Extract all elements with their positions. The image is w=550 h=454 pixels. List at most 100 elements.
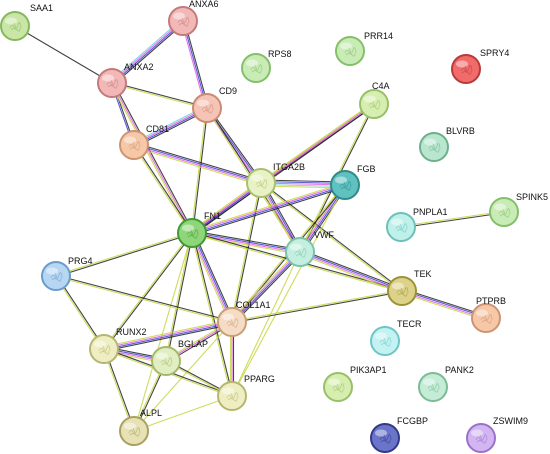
node-saa1[interactable] (0, 11, 30, 41)
protein-structure-icon (250, 64, 263, 74)
edge-line (300, 250, 403, 291)
edge-line (166, 233, 194, 362)
node-label-bglap: BGLAP (178, 339, 208, 349)
node-tek[interactable] (387, 276, 417, 306)
edge-line (207, 106, 263, 183)
node-label-prr14: PRR14 (364, 31, 393, 41)
node-ptprb[interactable] (471, 303, 501, 333)
edge-line (133, 321, 233, 432)
node-highlight (375, 332, 387, 340)
edge-line (193, 231, 235, 322)
node-fn1[interactable] (177, 218, 207, 248)
edge-fn1-pparg (190, 232, 234, 397)
edge-tek-col1a1 (231, 289, 403, 324)
node-c4a[interactable] (359, 89, 389, 119)
node-label-spink5: SPINK5 (516, 192, 548, 202)
edge-fgb-pparg (231, 184, 346, 397)
node-label-vwf: VWF (314, 230, 334, 240)
node-highlight (197, 99, 209, 107)
node-col1a1[interactable] (217, 307, 247, 337)
protein-structure-icon (201, 104, 214, 114)
node-label-col1a1: COL1A1 (236, 300, 271, 310)
node-label-pank2: PANK2 (445, 365, 474, 375)
node-highlight (391, 218, 403, 226)
node-highlight (124, 136, 136, 144)
node-label-cd81: CD81 (146, 124, 169, 134)
edge-fn1-bglap (164, 232, 194, 362)
edge-fgb-fn1 (191, 182, 346, 236)
node-pnpla1[interactable] (386, 212, 416, 242)
edge-line (231, 289, 402, 322)
node-label-pnpla1: PNPLA1 (413, 207, 448, 217)
node-anxa6[interactable] (168, 6, 198, 36)
edge-line (231, 251, 300, 322)
edge-saa1-anxa2 (14, 25, 113, 84)
node-label-saa1: SAA1 (30, 3, 53, 13)
protein-structure-icon (106, 79, 119, 89)
node-label-spry4: SPRY4 (480, 48, 509, 58)
node-highlight (424, 138, 436, 146)
node-prr14[interactable] (335, 36, 365, 66)
protein-structure-icon (379, 337, 392, 347)
node-highlight (94, 340, 106, 348)
protein-structure-icon (226, 318, 239, 328)
node-pank2[interactable] (418, 372, 448, 402)
node-vwf[interactable] (285, 237, 315, 267)
node-highlight (251, 174, 263, 182)
node-zswim9[interactable] (466, 423, 496, 453)
edge-line (191, 183, 345, 233)
edge-line (229, 250, 299, 321)
protein-structure-icon (396, 287, 409, 297)
node-bglap[interactable] (151, 346, 181, 376)
edge-line (299, 252, 402, 293)
edge-line (181, 21, 207, 109)
node-highlight (456, 60, 468, 68)
edge-line (133, 145, 261, 185)
edge-line (192, 185, 346, 235)
node-highlight (156, 352, 168, 360)
edge-line (112, 82, 194, 233)
protein-structure-icon (186, 229, 199, 239)
node-cd9[interactable] (192, 93, 222, 123)
node-runx2[interactable] (89, 334, 119, 364)
node-label-tek: TEK (414, 269, 432, 279)
node-label-rps8: RPS8 (268, 49, 292, 59)
edge-line (231, 251, 301, 397)
edge-line (132, 145, 192, 234)
node-tecr[interactable] (370, 326, 400, 356)
node-prg4[interactable] (41, 261, 71, 291)
protein-structure-icon (128, 427, 141, 437)
edge-cd81-itga2b (133, 142, 262, 186)
edge-line (55, 231, 192, 276)
node-cd81[interactable] (119, 130, 149, 160)
edge-line (183, 20, 209, 108)
node-highlight (375, 429, 387, 437)
protein-structure-icon (427, 383, 440, 393)
protein-structure-icon (480, 314, 493, 324)
edge-line (111, 20, 183, 83)
edge-line (111, 83, 207, 110)
edge-line (103, 320, 232, 349)
edge-line (112, 81, 208, 108)
node-itga2b[interactable] (246, 168, 276, 198)
node-highlight (340, 42, 352, 50)
node-spink5[interactable] (489, 197, 519, 227)
protein-structure-icon (294, 248, 307, 258)
node-blvrb[interactable] (419, 132, 449, 162)
node-anxa2[interactable] (97, 68, 127, 98)
node-highlight (124, 422, 136, 430)
node-rps8[interactable] (241, 53, 271, 83)
node-highlight (46, 267, 58, 275)
node-fcgbp[interactable] (370, 423, 400, 453)
node-pik3ap1[interactable] (323, 372, 353, 402)
node-fgb[interactable] (330, 170, 360, 200)
node-label-pik3ap1: PIK3AP1 (350, 365, 387, 375)
node-pparg[interactable] (217, 381, 247, 411)
node-spry4[interactable] (451, 54, 481, 84)
edge-vwf-pparg (231, 251, 301, 397)
edge-line (112, 21, 184, 84)
edge-fn1-runx2 (102, 232, 194, 350)
protein-structure-icon (98, 345, 111, 355)
node-alpl[interactable] (119, 416, 149, 446)
node-label-c4a: C4A (372, 81, 390, 91)
